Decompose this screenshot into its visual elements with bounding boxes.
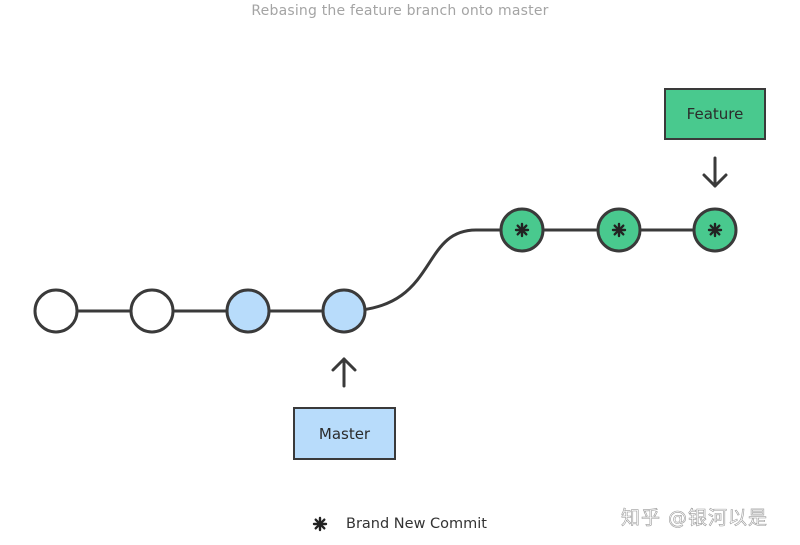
- commit-old-2: [129, 288, 175, 334]
- legend-label: Brand New Commit: [346, 516, 487, 532]
- asterisk-icon: [611, 222, 627, 238]
- watermark: 知乎 @银河以是: [621, 507, 769, 530]
- diagram-title: Rebasing the feature branch onto master: [251, 3, 549, 19]
- commit-master-2: [321, 288, 367, 334]
- arrow-down-icon: [702, 156, 728, 188]
- asterisk-icon: [312, 516, 328, 532]
- master-branch-label: Master: [293, 407, 396, 460]
- legend: Brand New Commit: [312, 516, 487, 532]
- commit-feature-3: [692, 207, 738, 253]
- arrow-up-icon: [331, 357, 357, 388]
- commit-master-1: [225, 288, 271, 334]
- commit-feature-2: [596, 207, 642, 253]
- feature-branch-label: Feature: [664, 88, 766, 140]
- asterisk-icon: [707, 222, 723, 238]
- rebased-feature-line: [343, 228, 716, 313]
- commit-feature-1: [499, 207, 545, 253]
- asterisk-icon: [514, 222, 530, 238]
- commit-old-1: [33, 288, 79, 334]
